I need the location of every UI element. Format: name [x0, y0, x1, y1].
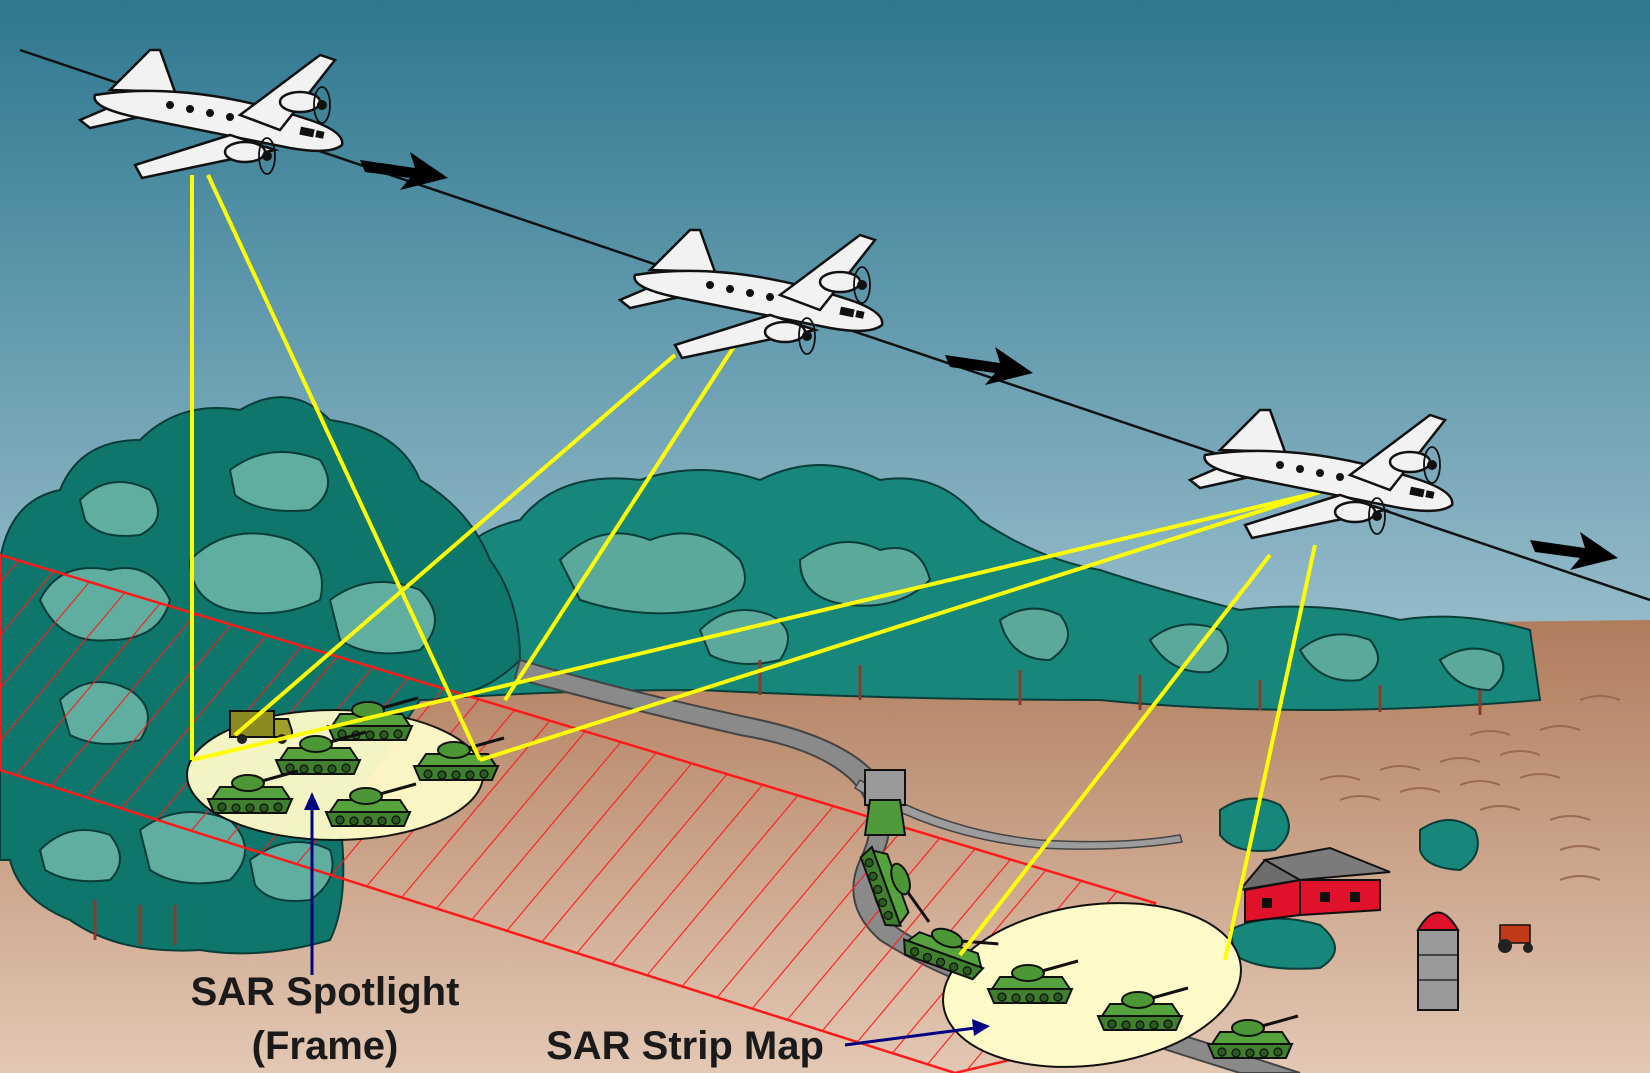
silo-icon [1416, 911, 1460, 1011]
spotlight-label-arrow [304, 792, 320, 975]
truck-icon [863, 769, 907, 836]
spotlight-title: SAR Spotlight [190, 970, 460, 1014]
farm [1219, 695, 1621, 1011]
strip-map-label-arrow [844, 1019, 990, 1047]
spotlight-subtitle: (Frame) [251, 1024, 399, 1068]
barn-icon [1237, 846, 1391, 924]
strip-map-title: SAR Strip Map [546, 1024, 824, 1068]
radar-beams [190, 174, 1321, 961]
tractor-icon [1498, 924, 1533, 953]
